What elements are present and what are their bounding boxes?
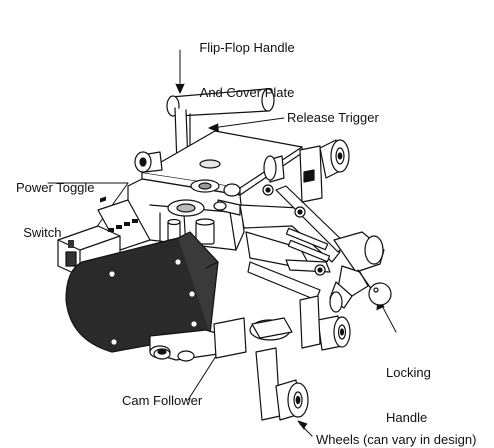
upper-right-roller [319,139,350,179]
callout-release-trigger: Release Trigger [287,110,379,125]
cam-follower [213,317,293,359]
callout-power-toggle-line-1: Power Toggle [16,180,95,195]
motor-housing [65,231,219,353]
locking-handle [329,231,392,313]
callout-flip-flop-handle: Flip-Flop Handle And Cover Plate [0,10,494,115]
callout-locking-handle: Locking Handle [386,335,431,440]
callout-flip-flop-line-2: And Cover Plate [199,85,295,100]
power-toggle-knob [134,151,163,173]
callout-flip-flop-line-1: Flip-Flop Handle [199,40,295,55]
callout-wheels: Wheels (can vary in design) [316,432,477,447]
callout-cam-follower: Cam Follower [122,393,203,408]
bottom-left-roller [153,348,171,360]
main-body [97,178,245,251]
callout-locking-line-1: Locking [386,365,431,380]
right-lower-roller [299,295,351,351]
callout-locking-line-2: Handle [386,410,428,425]
linkage-arms [239,145,347,301]
bottom-wheel [255,347,309,421]
callout-power-toggle-switch: Power Toggle Switch [16,150,95,255]
callout-power-toggle-line-2: Switch [16,225,62,240]
